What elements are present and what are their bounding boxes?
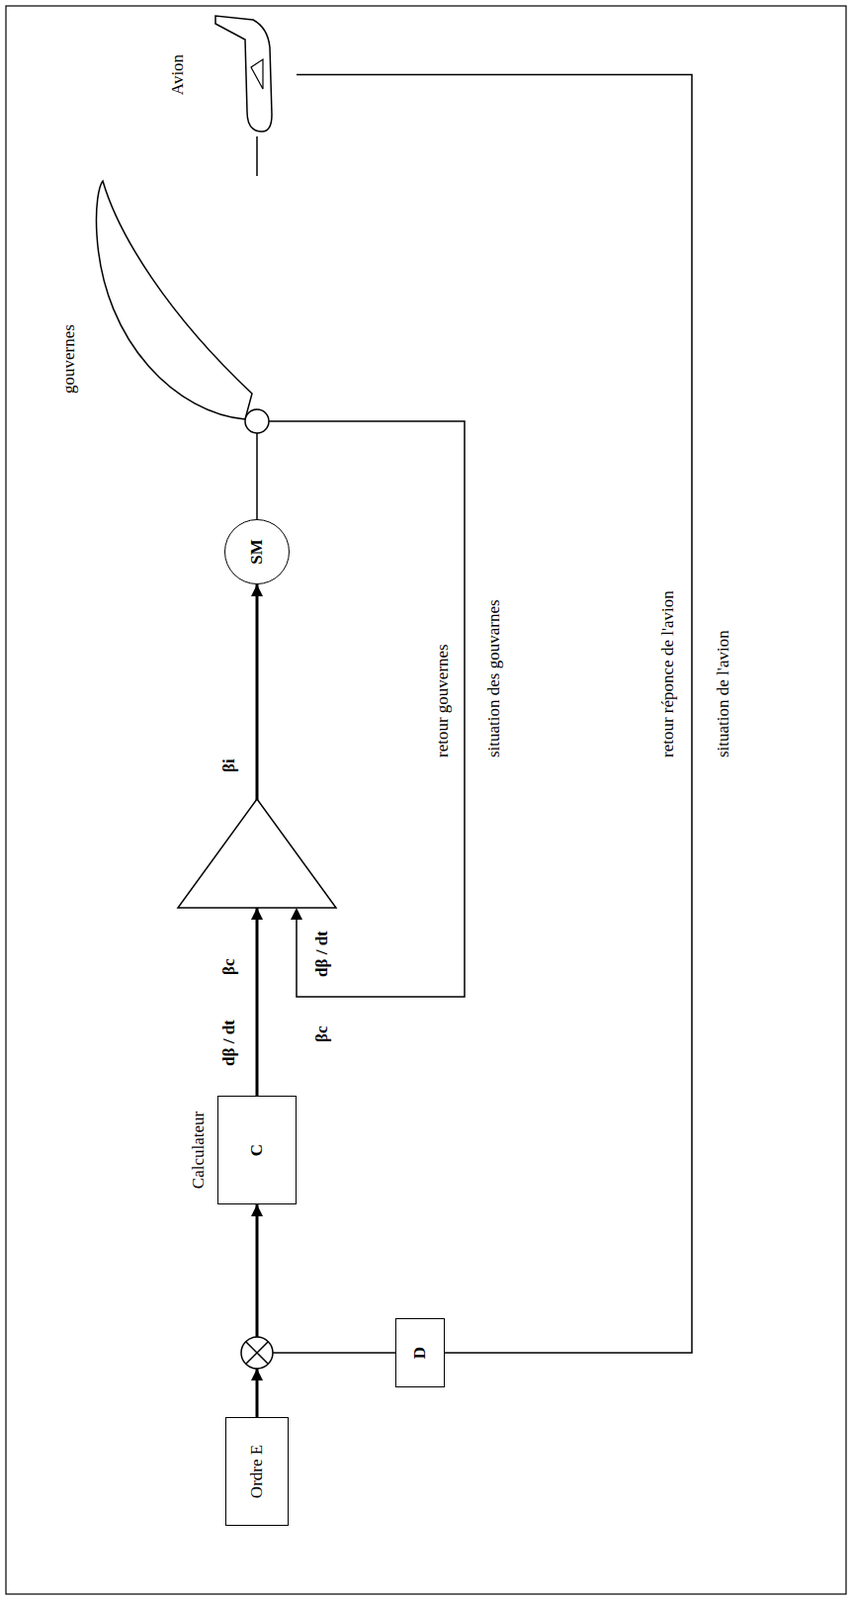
connector	[255, 432, 258, 519]
feedback-wire	[272, 1351, 396, 1354]
node-label: D	[410, 1346, 430, 1359]
aircraft: Avion	[168, 12, 297, 137]
node-label: gouvernes	[59, 175, 80, 433]
connector	[255, 136, 258, 176]
control-surface: gouvernes	[59, 175, 277, 433]
node-label: SM	[247, 538, 267, 565]
summing-junction	[241, 1336, 273, 1380]
loop-label: situation de l'avion	[713, 627, 734, 760]
page-frame	[5, 5, 847, 1594]
sensor-box: D	[395, 1317, 445, 1387]
connector	[255, 1203, 259, 1417]
aircraft-shape	[168, 12, 297, 137]
loop-label: retour réponce de l'avion	[658, 588, 679, 760]
signal-name: βc	[219, 955, 240, 977]
signal-name: βi	[219, 756, 240, 774]
loop-label: situation des gouvarnes	[484, 596, 505, 760]
control-surface-shape	[59, 175, 277, 433]
amplifier-triangle	[177, 798, 337, 920]
node-label: Ordre E	[247, 1444, 267, 1498]
node-label: Avion	[168, 12, 188, 137]
box-heading: Calculateur	[188, 1110, 209, 1189]
signal-name: dβ / dt	[312, 928, 333, 979]
signal-name: βc	[312, 1022, 333, 1044]
servo-motor-circle: SM	[224, 518, 290, 585]
signal-name: dβ / dt	[219, 1017, 240, 1068]
node-label: C	[247, 1143, 267, 1156]
connector	[296, 75, 692, 1354]
computer-box: CalculateurC	[217, 1095, 297, 1204]
order-box: Ordre E	[225, 1416, 289, 1526]
loop-label: retour gouvernes	[432, 641, 453, 760]
surface-feedback-wire	[268, 421, 465, 997]
